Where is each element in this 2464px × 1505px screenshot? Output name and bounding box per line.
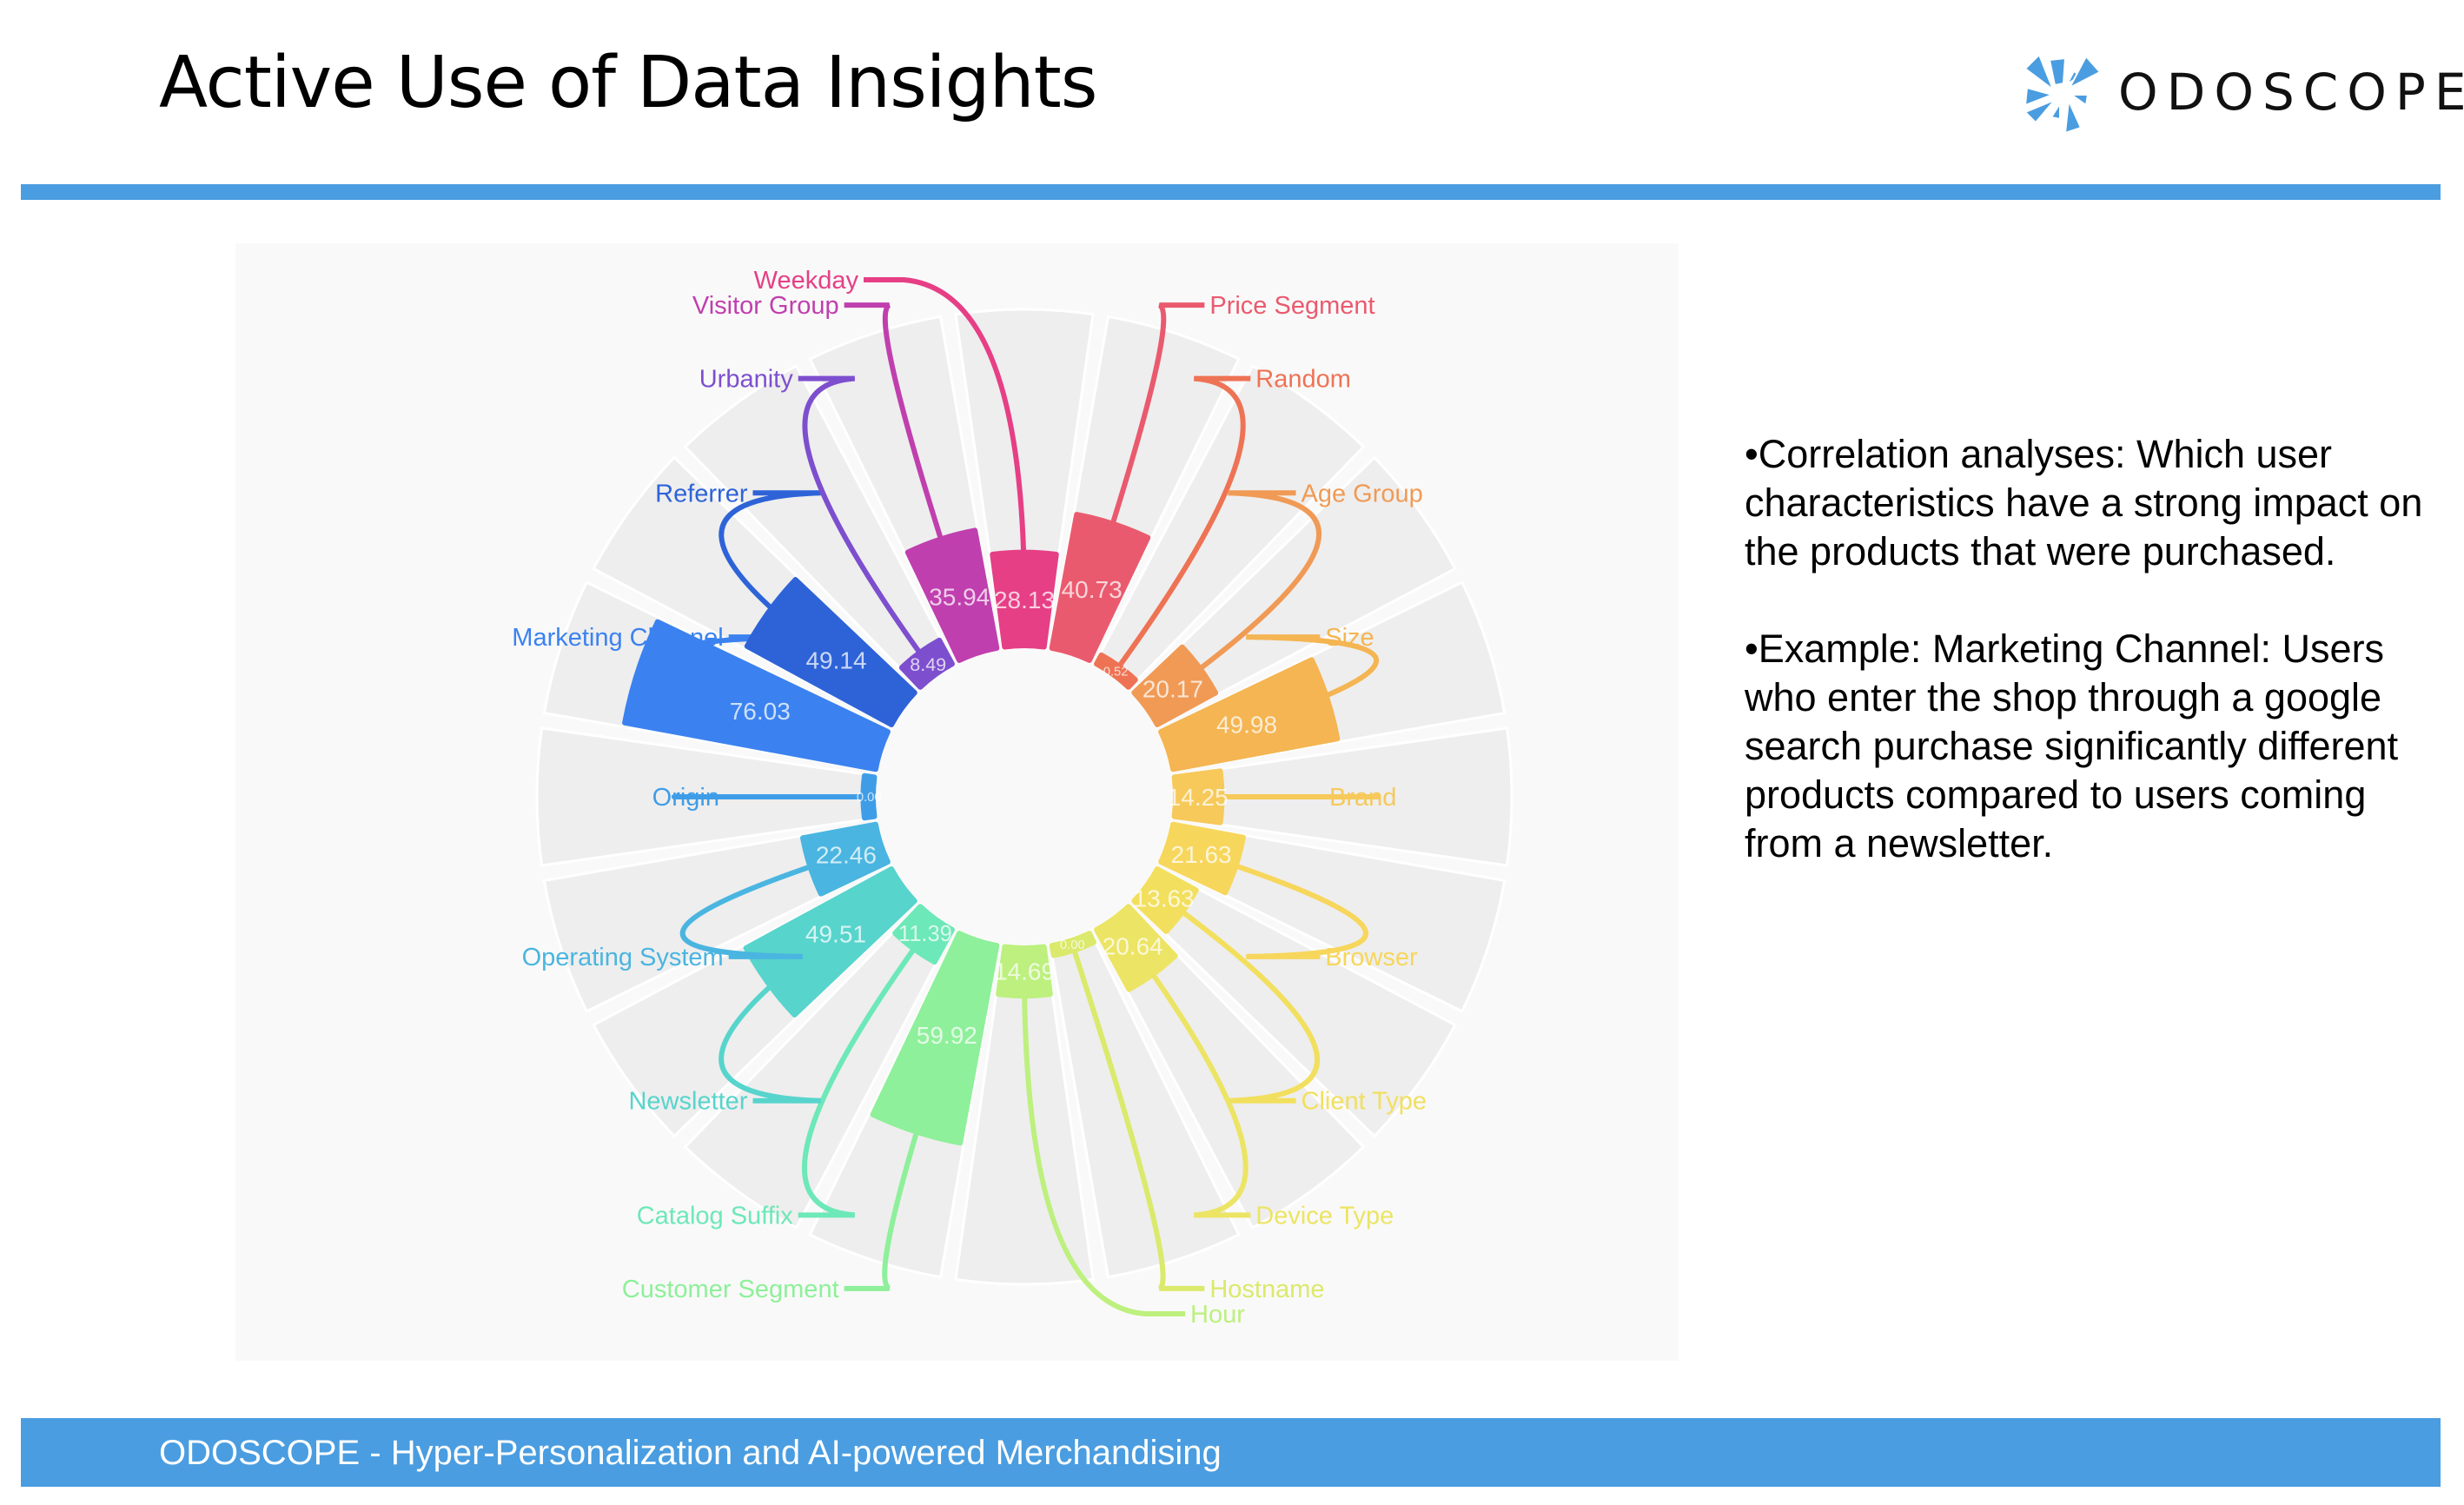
leader-line (1171, 490, 1322, 692)
bullet-example: •Example: Marketing Channel: Users who e… (1745, 627, 2399, 865)
leader-line (1113, 375, 1251, 673)
value-label: 22.46 (816, 841, 877, 868)
value-bar (622, 619, 891, 772)
leader-line (1022, 971, 1185, 1316)
category-label: Operating System (522, 944, 724, 971)
value-label: 0.52 (1103, 666, 1129, 680)
category-label: Client Type (1302, 1088, 1427, 1116)
header-divider (21, 184, 2441, 200)
value-bar (1171, 768, 1225, 825)
footer-text: ODOSCOPE - Hyper-Personalization and AI-… (159, 1434, 1222, 1472)
value-label: 59.92 (917, 1022, 977, 1049)
logo-text: ODOSCOPE (2118, 63, 2464, 122)
value-label: 76.03 (730, 698, 791, 725)
value-bar (1094, 652, 1138, 690)
value-label: 20.64 (1103, 932, 1163, 959)
logo-icon (2024, 53, 2102, 135)
bullet-correlation: •Correlation analyses: Which user charac… (1745, 432, 2423, 573)
category-label: Device Type (1255, 1202, 1394, 1230)
leader-line (1162, 896, 1321, 1104)
odoscope-logo: ODOSCOPE (2014, 45, 2464, 141)
value-bar (870, 931, 1000, 1146)
value-label: 21.63 (1171, 841, 1232, 868)
value-bar (744, 577, 917, 727)
value-label: 14.69 (994, 958, 1055, 985)
category-label: Weekday (754, 267, 859, 295)
leader-line (798, 932, 928, 1218)
leader-line (1070, 944, 1205, 1291)
category-label: Brand (1329, 784, 1396, 812)
value-bar (799, 821, 891, 897)
radial-bar-chart: 28.13 Weekday 40.73 Price Segment 0.52 Random… (512, 267, 1514, 1329)
leader-line (798, 375, 931, 666)
category-label: Newsletter (628, 1088, 747, 1116)
value-bar (1094, 904, 1178, 992)
value-label: 8.49 (910, 653, 946, 675)
value-bar (1131, 644, 1219, 727)
value-label: 14.25 (1168, 784, 1229, 811)
category-label: Urbanity (699, 366, 793, 394)
value-label: 13.63 (1134, 885, 1195, 912)
category-label: Customer Segment (622, 1276, 839, 1303)
value-bar (1158, 821, 1246, 896)
value-bar (990, 549, 1059, 650)
leader-line (1200, 852, 1368, 959)
category-label: Price Segment (1209, 292, 1374, 320)
value-bar (743, 866, 917, 1018)
leader-line (844, 302, 963, 598)
chart-panel: 28.13 Weekday 40.73 Price Segment 0.52 Random… (235, 243, 1679, 1361)
leader-line (1089, 302, 1205, 591)
value-bar (1049, 931, 1096, 958)
value-label: 49.98 (1216, 712, 1277, 739)
value-label: 49.51 (805, 921, 866, 948)
value-bar (860, 772, 878, 821)
value-bar (898, 637, 955, 690)
category-label: Age Group (1302, 480, 1423, 507)
category-label: Origin (652, 784, 719, 812)
value-label: 40.73 (1062, 576, 1123, 603)
value-bar (1131, 866, 1199, 934)
category-label: Catalog Suffix (637, 1202, 794, 1230)
value-label: 35.94 (929, 584, 990, 611)
category-label: Browser (1325, 944, 1418, 971)
value-bar (1158, 657, 1341, 772)
category-label: Hostname (1209, 1276, 1324, 1303)
category-label: Random (1255, 366, 1351, 394)
value-bar (1049, 512, 1151, 663)
value-label: 0.00 (1060, 938, 1085, 952)
category-label: Hour (1190, 1301, 1245, 1329)
leader-line (1130, 944, 1251, 1218)
page-title: Active Use of Data Insights (159, 42, 1097, 124)
value-bar (892, 904, 955, 965)
value-label: 28.13 (994, 587, 1055, 613)
category-label: Size (1325, 624, 1374, 652)
category-label: Marketing Channel (512, 624, 723, 652)
value-bar (996, 944, 1053, 999)
leader-line (679, 852, 847, 959)
value-label: 20.17 (1143, 676, 1203, 703)
footer-bar: ODOSCOPE - Hyper-Personalization and AI-… (21, 1418, 2441, 1487)
category-label: Visitor Group (692, 292, 839, 320)
bullet-list: •Correlation analyses: Which user charac… (1745, 430, 2440, 917)
value-label: 11.39 (898, 922, 952, 946)
leader-line (864, 277, 1027, 600)
value-label: 49.14 (805, 647, 866, 674)
value-bar (904, 527, 1000, 663)
category-label: Referrer (655, 480, 748, 507)
value-label: 0.00 (857, 791, 882, 805)
